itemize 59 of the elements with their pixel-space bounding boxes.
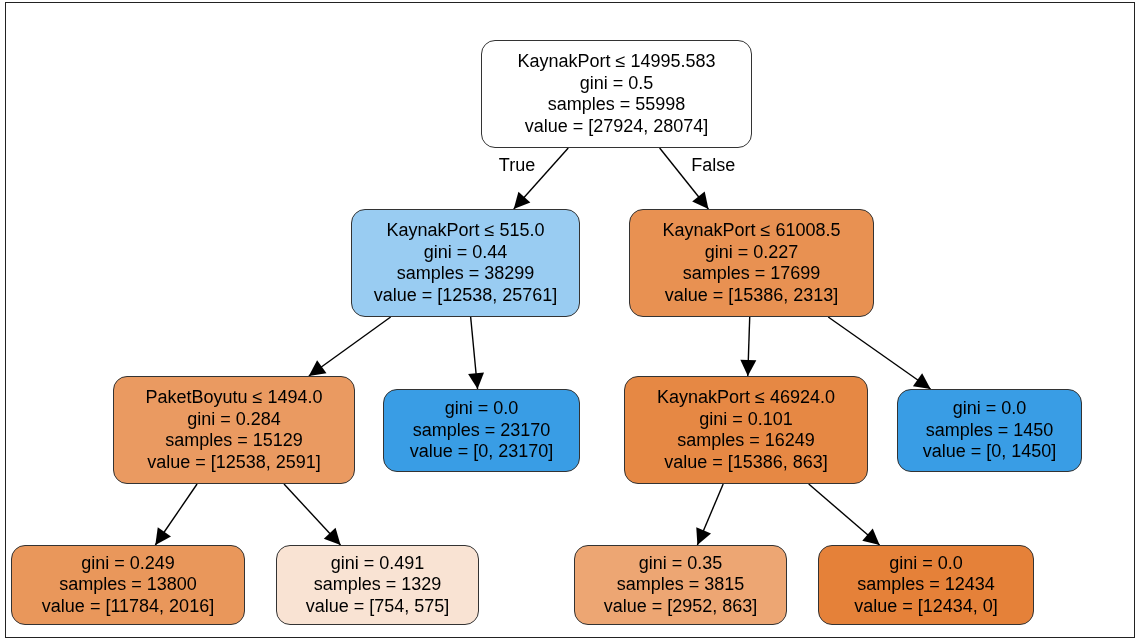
node-text: samples = 12434: [857, 574, 995, 596]
node-text: gini = 0.227: [704, 241, 799, 263]
tree-node: [897, 389, 1082, 472]
tree-node: [629, 209, 874, 317]
node-text: samples = 55998: [547, 94, 686, 116]
node-text: value = [12434, 0]: [854, 595, 998, 618]
arrow: [740, 316, 757, 377]
tree-node: [276, 545, 479, 625]
node-text: value = [15386, 2313]: [664, 284, 839, 306]
node-text: gini = 0.101: [699, 408, 793, 430]
node-text: value = [2952, 863]: [603, 595, 758, 618]
node-text: gini = 0.249: [81, 552, 175, 575]
node-text: value = [0, 23170]: [409, 441, 554, 463]
node-text: gini = 0.0: [889, 552, 963, 575]
node-text: samples = 3815: [616, 574, 745, 596]
tree-node: [624, 376, 868, 484]
node-text: PaketBoyutu ≤ 1494.0: [145, 387, 323, 409]
node-text: KaynakPort ≤ 515.0: [386, 220, 545, 242]
node-text: value = [11784, 2016]: [41, 595, 215, 618]
node-text: samples = 38299: [396, 263, 535, 285]
arrow: [696, 483, 724, 546]
node-text: samples = 15129: [165, 430, 303, 452]
tree-node: [818, 545, 1034, 625]
node-text: samples = 17699: [682, 263, 821, 285]
node-text: value = [12538, 2591]: [147, 451, 321, 473]
node-text: value = [0, 1450]: [922, 441, 1057, 463]
tree-node: [351, 209, 580, 317]
arrow: [283, 483, 342, 546]
node-text: value = [15386, 863]: [664, 451, 828, 473]
node-text: samples = 13800: [59, 574, 197, 596]
node-text: gini = 0.5: [579, 72, 654, 94]
arrow: [513, 147, 569, 210]
arrow: [468, 316, 485, 390]
tree-node: [574, 545, 787, 625]
arrow: [808, 483, 881, 546]
arrow: [658, 147, 710, 210]
node-text: value = [27924, 28074]: [524, 115, 709, 137]
node-text: samples = 16249: [677, 430, 815, 452]
tree-node: [11, 545, 245, 625]
node-text: KaynakPort ≤ 14995.583: [517, 51, 716, 73]
node-text: gini = 0.44: [423, 241, 508, 263]
node-text: samples = 1329: [313, 574, 442, 596]
node-text: KaynakPort ≤ 46924.0: [657, 387, 835, 409]
node-text: gini = 0.0: [952, 398, 1027, 420]
node-text: gini = 0.35: [638, 552, 723, 575]
arrow: [308, 316, 392, 377]
tree-node: [113, 376, 355, 484]
tree-node: [481, 40, 752, 148]
arrow: [827, 316, 932, 390]
tree-node: [383, 389, 580, 472]
node-text: gini = 0.0: [444, 398, 519, 420]
arrow: [154, 483, 198, 546]
node-text: samples = 23170: [412, 419, 551, 442]
node-text: KaynakPort ≤ 61008.5: [662, 220, 841, 242]
node-text: samples = 1450: [925, 419, 1054, 442]
node-text: gini = 0.284: [187, 408, 281, 430]
node-text: value = [754, 575]: [305, 595, 450, 618]
node-text: gini = 0.491: [330, 552, 425, 575]
node-text: value = [12538, 25761]: [373, 284, 558, 306]
